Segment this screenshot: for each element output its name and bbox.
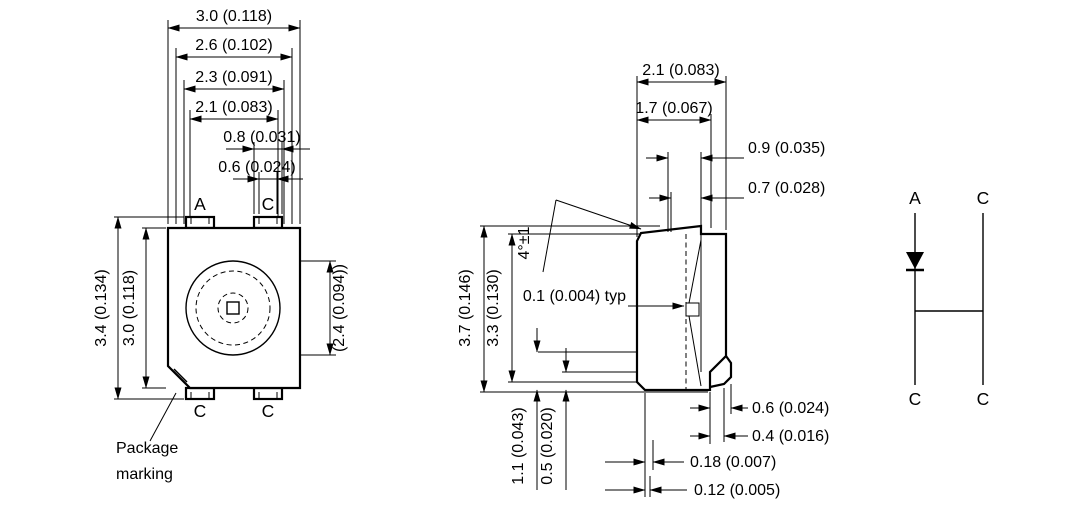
dim-foot-0_4: 0.4 (0.016): [752, 428, 829, 445]
dim-height-3_3: 3.3 (0.130): [485, 269, 502, 346]
schematic-anode-label: A: [909, 188, 921, 208]
side-lead-foot: [709, 355, 733, 389]
pin-label-c-bottom-left: C: [194, 401, 207, 421]
dim-pin-0_8: 0.8 (0.031): [223, 129, 300, 146]
dim-height-3_0: 3.0 (0.118): [121, 270, 138, 346]
lens-circle: [185, 260, 281, 356]
pin-cathode-bottom-left: [184, 386, 216, 401]
dim-depth-1_7: 1.7 (0.067): [635, 100, 712, 117]
schematic-cathode-bottom-right-label: C: [977, 389, 990, 409]
inner-lead-square: [685, 302, 700, 317]
dim-standoff-1_1: 1.1 (0.043): [510, 407, 527, 484]
dim-width-2_6: 2.6 (0.102): [195, 37, 272, 54]
package-marking-label-line2: marking: [116, 466, 173, 483]
dim-lens-2_4: (2.4 (0.094)): [331, 264, 348, 352]
schematic-cathode-bottom-left-label: C: [909, 389, 922, 409]
reflector-diagonal-bottom: [688, 315, 702, 387]
side-view-dimension-lines: [480, 78, 748, 494]
schematic-cathode-top-label: C: [977, 188, 990, 208]
dim-width-2_1: 2.1 (0.083): [195, 99, 272, 116]
chip-square: [226, 301, 240, 315]
marking-chamfer-line: [173, 368, 188, 383]
schematic-wires: [914, 213, 984, 385]
package-body-side-view: [635, 224, 733, 392]
body-outline: [166, 226, 302, 390]
side-body-outline: [635, 224, 728, 392]
package-marking-label-line1: Package: [116, 440, 178, 457]
reflector-diagonal-top: [688, 239, 702, 304]
pin-cathode-bottom-right: [252, 386, 284, 401]
dim-standoff-0_5: 0.5 (0.020): [539, 407, 556, 484]
dim-depth-2_1: 2.1 (0.083): [642, 62, 719, 79]
side-view-extension-lines: [480, 76, 732, 497]
side-view: 2.1 (0.083) 1.7 (0.067) 0.9 (0.035) 0.7 …: [457, 62, 829, 499]
dim-height-3_4: 3.4 (0.134): [93, 269, 110, 346]
dim-angle-4deg: 4°±1: [516, 226, 533, 259]
pin-cathode-top: [252, 215, 284, 230]
top-view: 3.0 (0.118) 2.6 (0.102) 2.3 (0.091) 2.1 …: [93, 8, 348, 483]
top-view-dimension-lines: [114, 24, 334, 442]
dim-width-3_0: 3.0 (0.118): [196, 8, 272, 25]
pin-label-c-top: C: [262, 194, 275, 214]
dim-lead-thickness-0_18: 0.18 (0.007): [690, 454, 776, 471]
diode-triangle-icon: [906, 252, 924, 269]
dim-lead-thickness-0_12: 0.12 (0.005): [694, 482, 780, 499]
dim-lead-0_7: 0.7 (0.028): [748, 180, 825, 197]
dim-lead-0_9: 0.9 (0.035): [748, 140, 825, 157]
dim-pin-0_6: 0.6 (0.024): [218, 159, 295, 176]
reflector-circle-inner: [217, 292, 249, 324]
package-body-top-view: [166, 215, 302, 401]
schematic-view: A C C C: [906, 188, 989, 409]
dim-width-2_3: 2.3 (0.091): [195, 69, 272, 86]
dim-height-3_7: 3.7 (0.146): [457, 269, 474, 346]
pin-label-c-bottom-right: C: [262, 401, 275, 421]
pin-anode-top: [184, 215, 216, 230]
dim-typ-0_1: 0.1 (0.004) typ: [523, 288, 626, 305]
pin-label-a-top: A: [194, 194, 206, 214]
reflector-circle-outer: [195, 270, 271, 346]
dim-foot-0_6: 0.6 (0.024): [752, 400, 829, 417]
pin-notches: [190, 217, 278, 399]
